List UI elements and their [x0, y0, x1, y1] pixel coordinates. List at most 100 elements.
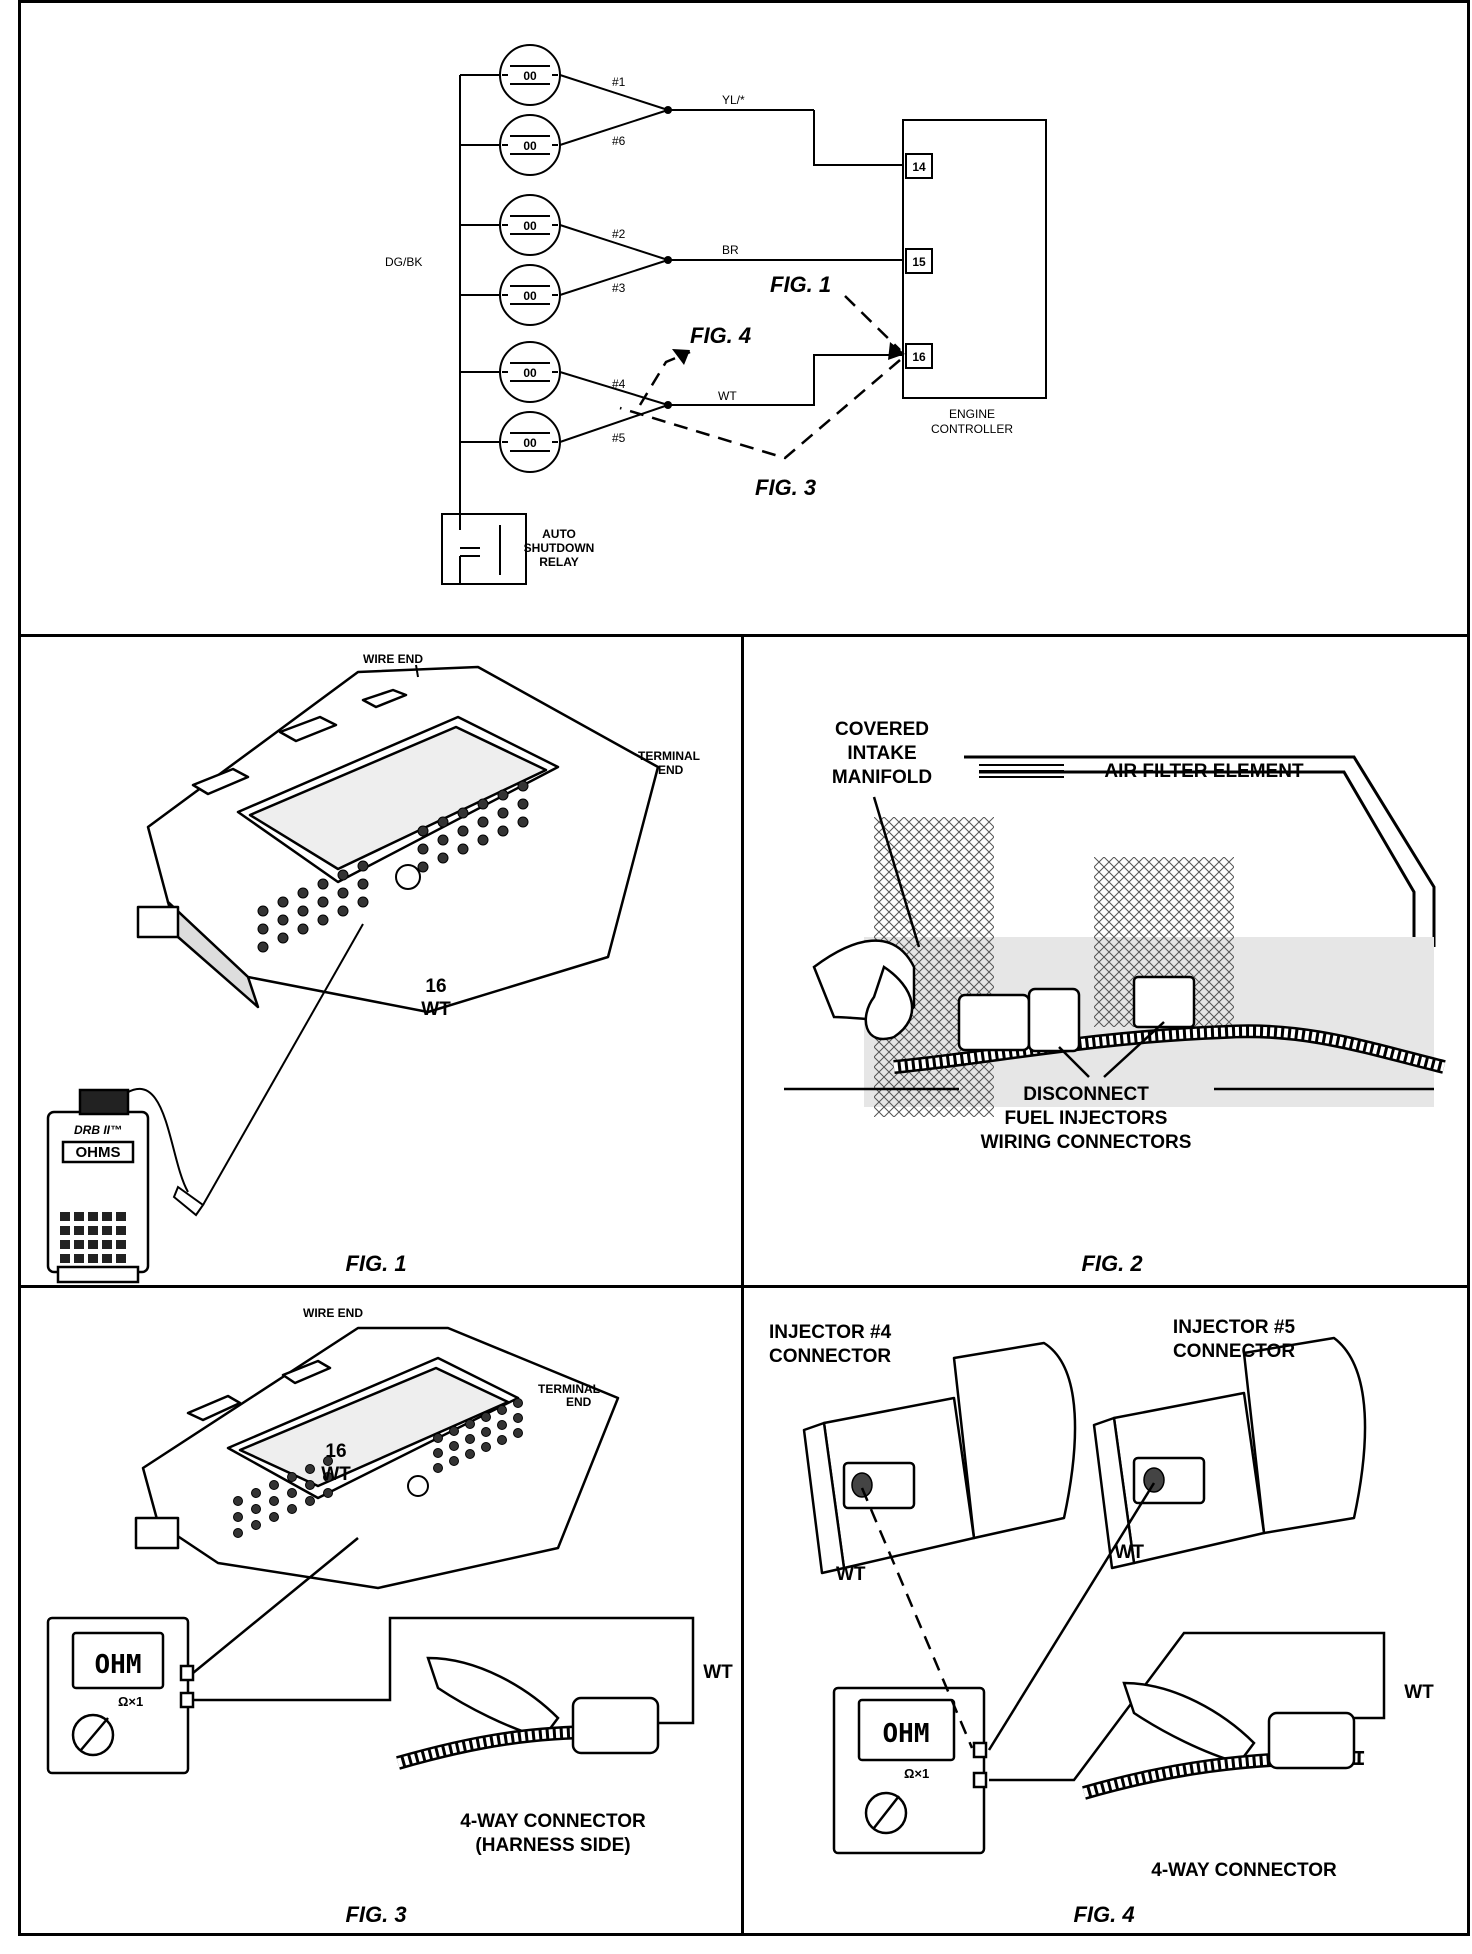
terminal-pin: [457, 843, 469, 855]
terminal-pin: [477, 798, 489, 810]
terminal-pin: [417, 843, 429, 855]
terminal-pin: [437, 816, 449, 828]
tester-mode: OHMS: [76, 1144, 121, 1161]
connector-label: 4-WAY CONNECTOR: [460, 1811, 646, 1832]
terminal-pin: [497, 1435, 507, 1445]
terminal-end-label: END: [658, 763, 684, 777]
terminal-pin: [477, 816, 489, 828]
wiring-schematic: 00 00 00 00 00 00 #1 #6 #2 #3 #4 #5 DG/B…: [385, 44, 1047, 585]
fig1-connector-test: DRB II™ OHMS WIRE END TERMINAL END 16 WT…: [46, 652, 700, 1284]
terminal-pin: [437, 852, 449, 864]
injector-label: #2: [612, 227, 626, 241]
terminal-pin: [513, 1398, 523, 1408]
terminal-pin: [437, 834, 449, 846]
wire-color-label: WT: [718, 389, 737, 403]
divider-vertical: [741, 634, 744, 1936]
terminal-pin: [517, 816, 529, 828]
terminal-pin: [337, 869, 349, 881]
fig2-engine-bay: COVERED INTAKE MANIFOLD AIR FILTER ELEME…: [784, 719, 1446, 1276]
divider-middle: [18, 1285, 1470, 1288]
terminal-pin: [323, 1472, 333, 1482]
injector-glyph: 00: [523, 289, 537, 303]
terminal-pin: [287, 1504, 297, 1514]
terminal-pin: [433, 1433, 443, 1443]
page-frame: [18, 0, 1470, 1936]
pin-number: 15: [912, 255, 926, 269]
controller-label: ENGINE: [949, 407, 995, 421]
disconnect-label: FUEL INJECTORS: [1005, 1108, 1168, 1129]
terminal-pin: [417, 825, 429, 837]
terminal-pin: [233, 1496, 243, 1506]
terminal-pin: [317, 878, 329, 890]
injector-label: #3: [612, 281, 626, 295]
terminal-pin: [297, 905, 309, 917]
terminal-pin: [357, 860, 369, 872]
relay-label: SHUTDOWN: [524, 541, 595, 555]
injector-branches: [460, 74, 500, 443]
terminal-pin: [305, 1480, 315, 1490]
terminal-pin: [497, 1420, 507, 1430]
terminal-pin: [305, 1464, 315, 1474]
terminal-pin: [497, 807, 509, 819]
terminal-pin: [433, 1463, 443, 1473]
pin-16-label: 16: [325, 1441, 346, 1462]
injector5-label: CONNECTOR: [1173, 1341, 1295, 1362]
tester-brand: DRB II™: [74, 1123, 122, 1137]
injector5-label: INJECTOR #5: [1173, 1317, 1296, 1338]
meter-display: OHM: [883, 1719, 930, 1749]
wire-end-label: WIRE END: [363, 652, 423, 666]
fig4-caption: FIG. 4: [1073, 1902, 1134, 1927]
injector-label: #5: [612, 431, 626, 445]
terminal-pin: [233, 1512, 243, 1522]
terminal-pin: [481, 1442, 491, 1452]
terminal-pin: [277, 914, 289, 926]
meter-range: Ω×1: [118, 1694, 143, 1709]
injector-label: #4: [612, 377, 626, 391]
terminal-pin: [497, 825, 509, 837]
injector-glyph: 00: [523, 219, 537, 233]
meter-display: OHM: [95, 1650, 142, 1680]
terminal-pin: [433, 1448, 443, 1458]
terminal-pin: [449, 1441, 459, 1451]
terminal-end-label: TERMINAL: [538, 1382, 600, 1396]
pin-number: 14: [912, 160, 926, 174]
covered-intake-label: INTAKE: [847, 743, 916, 764]
injector-glyph: 00: [523, 69, 537, 83]
terminal-pin: [517, 780, 529, 792]
terminal-pin: [517, 798, 529, 810]
terminal-pin: [417, 861, 429, 873]
controller-label: CONTROLLER: [931, 422, 1013, 436]
figure-ref-4: FIG. 4: [690, 323, 751, 348]
covered-intake-label: MANIFOLD: [832, 767, 932, 788]
terminal-pin: [297, 923, 309, 935]
disconnect-label: WIRING CONNECTORS: [981, 1132, 1192, 1153]
terminal-pin: [317, 914, 329, 926]
injector4-label: INJECTOR #4: [769, 1322, 892, 1343]
terminal-pin: [277, 896, 289, 908]
wire-color-label: BR: [722, 243, 739, 257]
divider-top: [18, 634, 1470, 637]
terminal-pin: [251, 1504, 261, 1514]
terminal-end-label: TERMINAL: [638, 749, 700, 763]
injector4-label: CONNECTOR: [769, 1346, 891, 1367]
terminal-pin: [449, 1426, 459, 1436]
terminal-pin: [465, 1449, 475, 1459]
injector-glyph: 00: [523, 436, 537, 450]
figure-ref-3: FIG. 3: [755, 475, 816, 500]
wire-color-label: YL/*: [722, 93, 745, 107]
injector-glyph: 00: [523, 139, 537, 153]
fig2-caption: FIG. 2: [1081, 1251, 1143, 1276]
pin-wire-label: WT: [321, 1464, 351, 1485]
injector-glyph: 00: [523, 366, 537, 380]
terminal-pin: [457, 825, 469, 837]
fig3-continuity-test: OHM Ω×1 WIRE END TERMINAL END 16 WT WT 4…: [46, 1306, 733, 1927]
wt-far-label: WT: [1404, 1682, 1434, 1703]
terminal-pin: [337, 905, 349, 917]
terminal-pin: [497, 1405, 507, 1415]
connector-label: (HARNESS SIDE): [475, 1835, 630, 1856]
relay-label: RELAY: [539, 555, 579, 569]
terminal-pin: [513, 1413, 523, 1423]
terminal-pin: [251, 1520, 261, 1530]
terminal-pin: [323, 1488, 333, 1498]
terminal-pin: [287, 1488, 297, 1498]
